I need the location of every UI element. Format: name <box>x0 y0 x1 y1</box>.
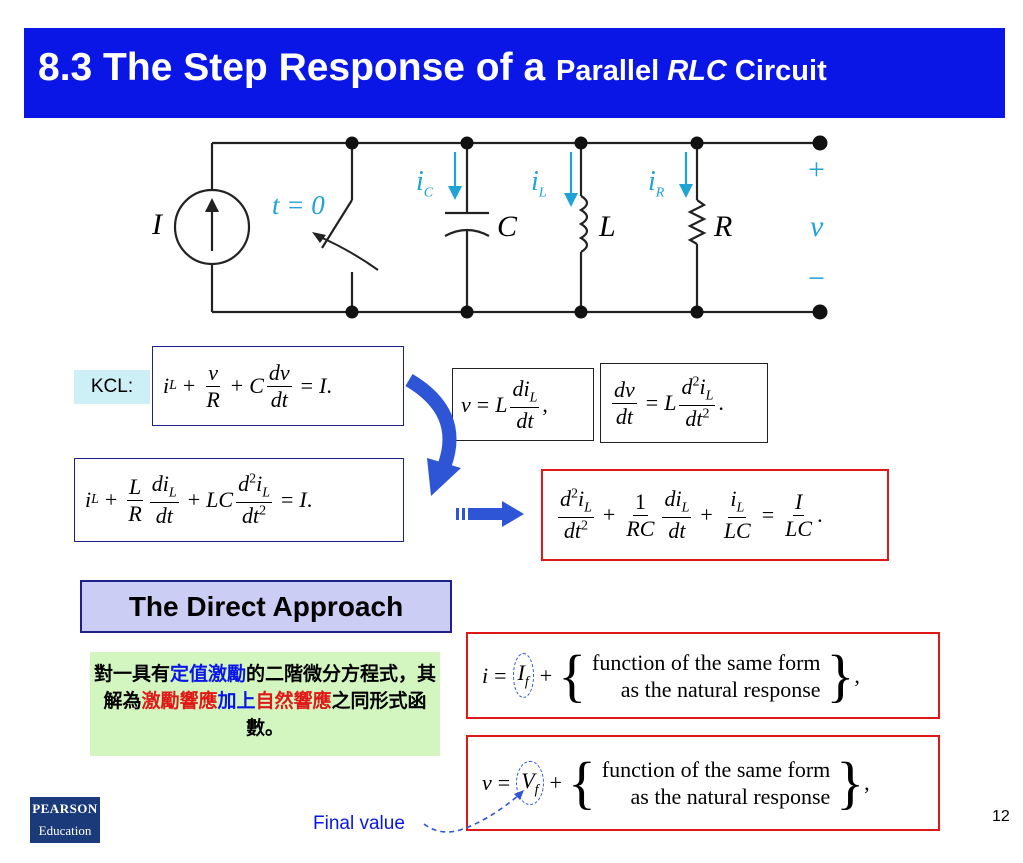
inductor-label: L <box>599 210 616 243</box>
current-il-label: iL <box>531 166 547 201</box>
resistor-label: R <box>714 210 733 243</box>
brace-line-1b: function of the same form <box>601 757 831 782</box>
substitution-arrow <box>405 373 461 496</box>
result-arrow <box>456 501 524 527</box>
resistor-zigzag <box>687 199 707 245</box>
title-sub-a: Parallel <box>555 55 668 87</box>
if-term: If <box>512 653 534 698</box>
switch-label: t = 0 <box>272 190 325 220</box>
logo-line-1: PEARSON <box>32 801 98 816</box>
final-value-label: Final value <box>313 813 405 834</box>
source-label: I <box>152 208 162 241</box>
brace-line-2: as the natural response <box>620 676 821 702</box>
plus-sign: + <box>808 153 825 186</box>
current-ic-label: iC <box>416 166 434 201</box>
final-value-arrow <box>423 790 524 833</box>
chinese-note: 對一具有定值激勵的二階微分方程式，其解為激勵響應加上自然響應之同形式函數。 <box>90 652 440 756</box>
pearson-logo: PEARSON Education <box>30 797 100 843</box>
minus-sign: − <box>808 262 825 295</box>
title-bar: 8.3 The Step Response of a Parallel RLC … <box>24 28 1005 118</box>
inductor-coil <box>578 195 589 253</box>
title-main: 8.3 The Step Response of a <box>38 46 556 89</box>
section-title: The Direct Approach <box>80 580 452 633</box>
voltage-label: v <box>810 210 824 243</box>
brace-line-2b: as the natural response <box>630 784 831 809</box>
slide-title: 8.3 The Step Response of a Parallel RLC … <box>38 46 827 90</box>
current-ir-label: iR <box>648 166 665 201</box>
capacitor-label: C <box>497 210 518 243</box>
logo-line-2: Education <box>38 823 92 838</box>
page-number: 12 <box>992 808 1010 825</box>
kcl-label: KCL: <box>74 370 150 404</box>
vf-term: Vf <box>516 760 544 806</box>
brace-line-1: function of the same form <box>592 649 821 675</box>
title-sub-b: Circuit <box>726 55 827 87</box>
title-rlc: RLC <box>667 55 727 87</box>
rlc-circuit-diagram <box>173 135 828 320</box>
